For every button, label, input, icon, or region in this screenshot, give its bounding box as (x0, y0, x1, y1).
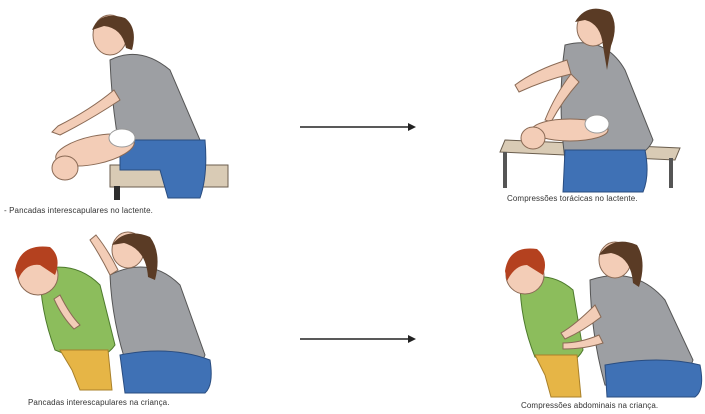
illustration-child-back-blows (0, 225, 230, 414)
illustration-infant-chest-compressions (495, 0, 705, 210)
illustration-child-abdominal-thrusts (495, 225, 705, 414)
panel-child-abdominal-thrusts: Compressões abdominais na criança. (495, 225, 705, 414)
caption-child-abdominal-thrusts: Compressões abdominais na criança. (521, 401, 658, 410)
arrow-right-icon (300, 120, 418, 134)
illustration-infant-back-blows (0, 0, 240, 220)
caption-infant-back-blows: - Pancadas interescapulares no lactente. (4, 206, 153, 215)
panel-infant-back-blows: - Pancadas interescapulares no lactente. (0, 0, 240, 220)
panel-child-back-blows: Pancadas interescapulares na criança. (0, 225, 230, 414)
caption-infant-chest-compressions: Compressões torácicas no lactente. (507, 194, 638, 203)
caption-child-back-blows: Pancadas interescapulares na criança. (28, 398, 170, 407)
panel-infant-chest-compressions: Compressões torácicas no lactente. (495, 0, 705, 210)
arrow-right-icon (300, 332, 418, 346)
